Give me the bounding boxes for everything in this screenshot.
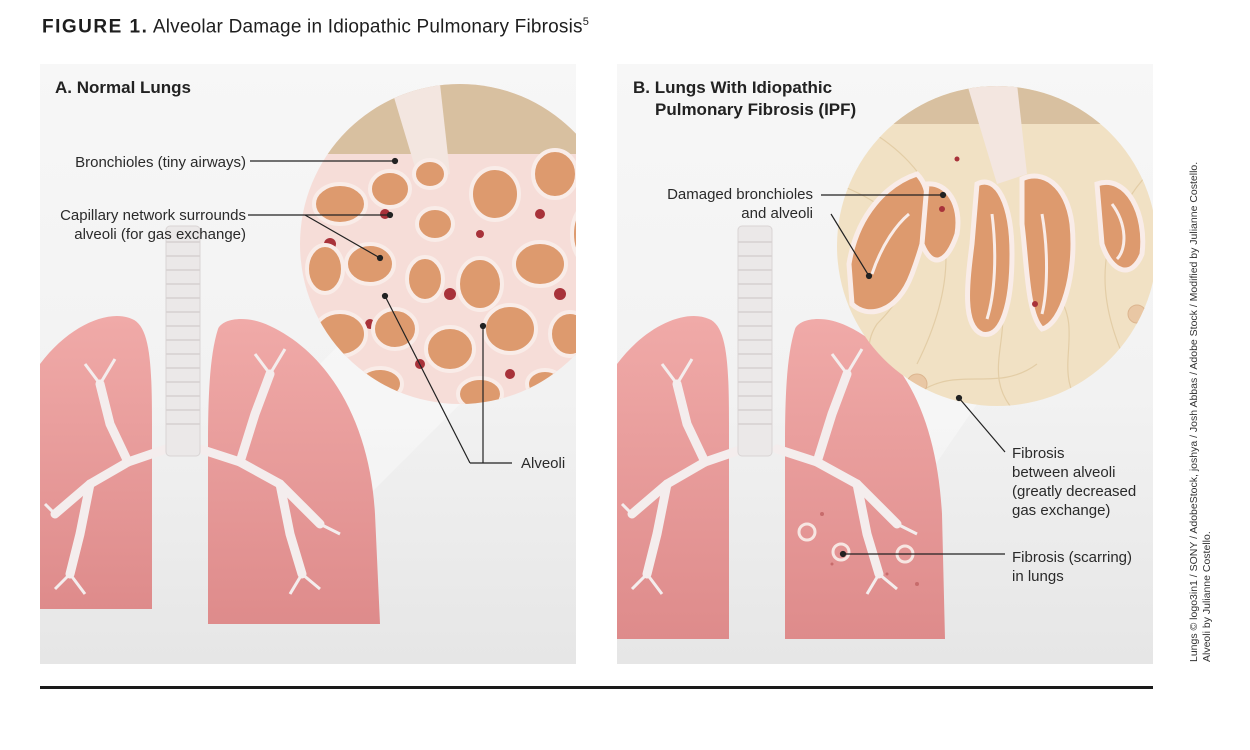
label-damaged-line2: and alveoli — [741, 205, 813, 222]
label-fibrosis-scarring-line1: Fibrosis (scarring) — [1012, 549, 1133, 566]
bronchial-tree — [50, 369, 325, 579]
figure-title-text: Alveolar Damage in Idiopathic Pulmonary … — [152, 16, 583, 38]
label-fibrosis-between-line4: gas exchange) — [1012, 502, 1111, 519]
label-damaged-line1: Damaged bronchioles — [667, 186, 813, 203]
label-capillary-line1: Capillary network surrounds — [60, 207, 246, 224]
panel-a-title: A. Normal Lungs — [55, 78, 192, 97]
image-credit-line2: Alveoli by Julianne Costello. — [1201, 531, 1213, 662]
trachea — [165, 225, 201, 457]
ipf-lungs-illustration — [617, 86, 1153, 639]
left-lung — [40, 316, 152, 609]
leader-lines-b — [821, 191, 1006, 558]
image-credit-line1: Lungs © logo3in1 / SONY / AdobeStock, jo… — [1188, 161, 1200, 662]
figure-reference: 5 — [582, 16, 590, 28]
figure-title: FIGURE 1. Alveolar Damage in Idiopathic … — [42, 16, 589, 38]
bronchial-tree — [627, 369, 902, 579]
label-capillary-line2: alveoli (for gas exchange) — [74, 226, 246, 243]
bronchial-twigs — [43, 348, 341, 595]
panel-b-title-line2: Pulmonary Fibrosis (IPF) — [655, 100, 857, 119]
trachea-rings — [166, 241, 200, 425]
normal-lungs-illustration — [40, 84, 576, 624]
panel-b-title-line1: B. Lungs With Idiopathic — [633, 78, 833, 97]
panel-ipf-lungs: B. Lungs With Idiopathic Pulmonary Fibro… — [617, 64, 1153, 664]
label-fibrosis-between-alveoli: Fibrosis between alveoli (greatly decrea… — [1012, 444, 1136, 520]
right-lung — [785, 318, 945, 639]
label-fibrosis-between-line3: (greatly decreased — [1012, 483, 1137, 500]
panel-normal-lungs: A. Normal Lungs Bronchioles (tiny airway… — [40, 64, 576, 664]
label-damaged-bronchioles: Damaged bronchioles and alveoli — [617, 185, 813, 223]
figure-number: FIGURE 1. — [42, 16, 149, 38]
right-lung — [208, 318, 380, 624]
trachea — [737, 225, 773, 457]
panel-b-title: B. Lungs With Idiopathic Pulmonary Fibro… — [633, 77, 856, 121]
label-fibrosis-between-line1: Fibrosis — [1012, 445, 1065, 462]
leader-lines-a — [248, 157, 512, 464]
label-alveoli: Alveoli — [521, 455, 566, 472]
label-fibrosis-scarring: Fibrosis (scarring) in lungs — [1012, 548, 1132, 586]
label-capillary-network: Capillary network surrounds alveoli (for… — [40, 206, 246, 244]
label-fibrosis-between-line2: between alveoli — [1012, 464, 1116, 481]
label-fibrosis-scarring-line2: in lungs — [1012, 568, 1064, 585]
bottom-divider — [40, 686, 1153, 689]
trachea-rings — [738, 241, 772, 425]
label-bronchioles: Bronchioles (tiny airways) — [75, 154, 246, 171]
bronchial-twigs — [620, 348, 918, 595]
image-credit: Lungs © logo3in1 / SONY / AdobeStock, jo… — [1188, 122, 1214, 662]
